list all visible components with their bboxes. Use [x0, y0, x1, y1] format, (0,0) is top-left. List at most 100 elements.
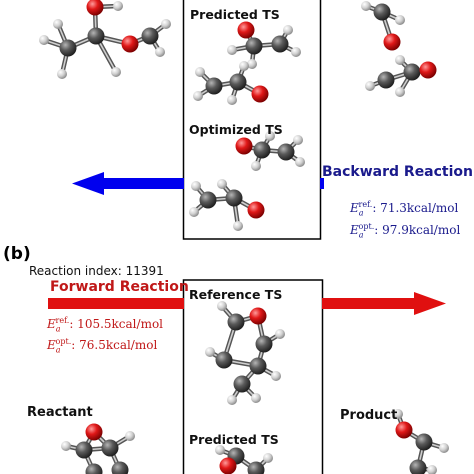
- hydrogen-atom: [239, 61, 249, 71]
- oxygen-atom: [247, 201, 265, 219]
- reactant-label: Reactant: [27, 405, 93, 420]
- reference-ts-molecule: [205, 301, 285, 405]
- carbon-atom: [199, 191, 217, 209]
- hydrogen-atom: [227, 95, 237, 105]
- hydrogen-atom: [233, 221, 243, 231]
- hydrogen-atom: [53, 19, 63, 29]
- oxygen-atom: [419, 61, 437, 79]
- hydrogen-atom: [227, 395, 237, 405]
- hydrogen-atom: [61, 441, 71, 451]
- oxygen-atom: [85, 423, 103, 441]
- hydrogen-atom: [295, 157, 305, 167]
- forward-ea-ref: Earef.: 105.5kcal/mol: [47, 316, 164, 334]
- hydrogen-atom: [217, 301, 227, 311]
- hydrogen-atom: [205, 347, 215, 357]
- carbon-atom: [215, 351, 233, 369]
- hydrogen-atom: [247, 59, 257, 69]
- carbon-atom: [101, 439, 119, 457]
- carbon-atom: [255, 335, 273, 353]
- oxygen-atom: [237, 21, 255, 39]
- hydrogen-atom: [393, 409, 403, 419]
- oxygen-atom: [383, 33, 401, 51]
- hydrogen-atom: [427, 465, 437, 474]
- forward-arrow: [48, 292, 446, 315]
- hydrogen-atom: [193, 91, 203, 101]
- reaction-index: Reaction index: 11391: [29, 264, 164, 278]
- panel-b-label: (b): [3, 244, 31, 264]
- carbon-atom: [271, 35, 289, 53]
- hydrogen-atom: [291, 47, 301, 57]
- hydrogen-atom: [395, 87, 405, 97]
- molecule-layer: [39, 0, 449, 474]
- hydrogen-atom: [111, 67, 121, 77]
- product-label: Product: [340, 408, 398, 423]
- carbon-atom: [87, 27, 105, 45]
- predicted-ts-bottom-molecule: [215, 445, 273, 474]
- carbon-atom: [249, 357, 267, 375]
- product-top-molecule: [361, 1, 437, 97]
- oxygen-atom: [249, 307, 267, 325]
- predicted-ts-label-bottom: Predicted TS: [189, 432, 279, 447]
- hydrogen-atom: [113, 1, 123, 11]
- carbon-atom: [377, 71, 395, 89]
- hydrogen-atom: [439, 443, 449, 453]
- forward-reaction-label: Forward Reaction: [50, 279, 189, 295]
- hydrogen-atom: [155, 47, 165, 57]
- hydrogen-atom: [191, 181, 201, 191]
- carbon-atom: [403, 63, 421, 81]
- backward-arrow: [72, 172, 324, 195]
- hydrogen-atom: [275, 329, 285, 339]
- hydrogen-atom: [263, 453, 273, 463]
- carbon-atom: [111, 461, 129, 474]
- carbon-atom: [409, 459, 427, 474]
- hydrogen-atom: [395, 15, 405, 25]
- carbon-atom: [245, 37, 263, 55]
- hydrogen-atom: [57, 69, 67, 79]
- backward-reaction-label: Backward Reaction: [322, 164, 474, 180]
- hydrogen-atom: [39, 35, 49, 45]
- top-ts-box: [182, 0, 322, 240]
- carbon-atom: [253, 141, 271, 159]
- carbon-atom: [141, 27, 159, 45]
- hydrogen-atom: [227, 45, 237, 55]
- reactant-molecule: [61, 423, 135, 474]
- carbon-atom: [277, 143, 295, 161]
- hydrogen-atom: [395, 55, 405, 65]
- hydrogen-atom: [265, 131, 275, 141]
- carbon-atom: [415, 433, 433, 451]
- carbon-atom: [59, 39, 77, 57]
- oxygen-atom: [251, 85, 269, 103]
- backward-ea-ref: Earef.: 71.3kcal/mol: [350, 200, 459, 218]
- optimized-ts-top-molecule-1: [235, 131, 305, 171]
- hydrogen-atom: [361, 1, 371, 11]
- hydrogen-atom: [217, 179, 227, 189]
- carbon-atom: [233, 375, 251, 393]
- carbon-atom: [225, 189, 243, 207]
- reference-ts-label: Reference TS: [189, 287, 283, 302]
- carbon-atom: [247, 461, 265, 474]
- carbon-atom: [205, 77, 223, 95]
- reactant-top-molecule: [39, 0, 171, 79]
- forward-ea-opt: Eaopt.: 76.5kcal/mol: [47, 337, 158, 355]
- hydrogen-atom: [251, 161, 261, 171]
- hydrogen-atom: [161, 19, 171, 29]
- hydrogen-atom: [195, 67, 205, 77]
- hydrogen-atom: [293, 135, 303, 145]
- oxygen-atom: [395, 421, 413, 439]
- carbon-atom: [373, 3, 391, 21]
- predicted-ts-label-top: Predicted TS: [190, 7, 280, 22]
- predicted-ts-top-molecule-2: [193, 61, 269, 105]
- optimized-ts-top-molecule-2: [189, 179, 265, 231]
- optimized-ts-label: Optimized TS: [189, 122, 283, 137]
- carbon-atom: [85, 463, 103, 474]
- carbon-atom: [229, 73, 247, 91]
- product-molecule: [393, 409, 449, 474]
- oxygen-atom: [86, 0, 104, 16]
- carbon-atom: [75, 441, 93, 459]
- bottom-ts-box: [182, 279, 324, 474]
- predicted-ts-top-molecule-1: [227, 21, 301, 69]
- oxygen-atom: [121, 35, 139, 53]
- hydrogen-atom: [283, 25, 293, 35]
- oxygen-atom: [219, 457, 237, 474]
